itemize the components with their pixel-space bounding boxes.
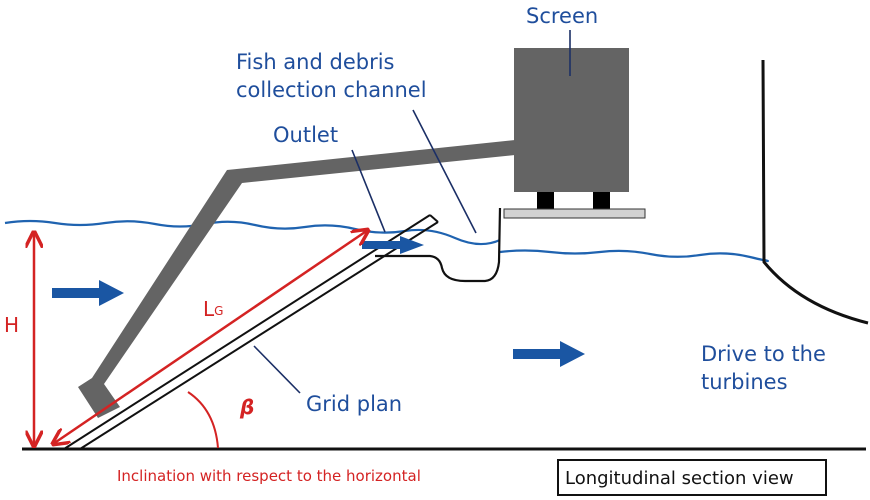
collection-channel [375,207,502,283]
downstream-wall [761,59,869,325]
view-title: Longitudinal section view [565,468,794,489]
outlet-label: Outlet [273,123,338,147]
beta-angle-arc [187,391,219,449]
drive-label-line2: turbines [701,370,788,394]
inclination-label: Inclination with respect to the horizont… [117,467,421,485]
flow-arrow-upstream [52,280,124,306]
grid-plan-leader [253,345,301,394]
screen-platform [503,208,646,219]
flow-arrow-downstream [513,341,585,367]
screen-foot-right [593,192,610,212]
length-label-sub: G [214,304,223,318]
length-label-main: L [203,297,215,321]
screen-foot-left [537,192,554,212]
downstream-water-surface [499,249,769,263]
length-dimension [53,230,368,444]
height-label: H [4,313,19,337]
view-title-box [557,459,827,496]
upstream-water-surface [4,219,501,246]
channel-leader [412,109,477,234]
flow-arrow-outlet [362,236,424,254]
grid-rail-top-cap [429,214,439,223]
screen-box [514,48,629,192]
outlet-leader [351,149,386,233]
length-label: LG [203,297,223,321]
beta-label: β [239,395,254,419]
channel-label-line1: Fish and debris [236,50,394,74]
screen-label: Screen [526,4,598,28]
drive-label-line1: Drive to the [701,342,826,366]
grid-plan-label: Grid plan [306,392,402,416]
channel-label-line2: collection channel [236,78,427,102]
